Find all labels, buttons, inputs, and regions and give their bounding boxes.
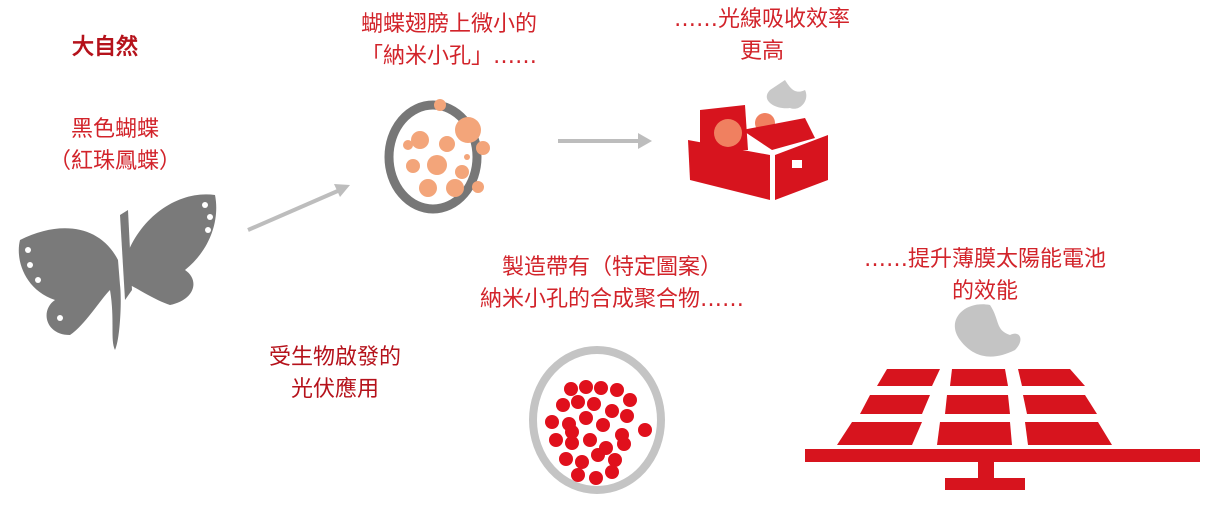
nanopore-dot xyxy=(583,433,597,447)
polymer-caption: 製造帶有（特定圖案） 納米小孔的合成聚合物…… xyxy=(480,252,744,316)
nanopore-dot xyxy=(617,437,631,451)
caption-line1: ……光線吸收效率 xyxy=(673,7,851,32)
nanopore-dot xyxy=(589,471,603,485)
nanopore-dot xyxy=(623,393,637,407)
arrow-icon xyxy=(247,184,350,232)
solar-panel-icon xyxy=(805,304,1200,490)
nanohole-wing-icon xyxy=(384,99,490,214)
nanopore-dot xyxy=(605,404,619,418)
caption-line1: 蝴蝶翅膀上微小的 xyxy=(360,12,538,37)
caption-line2: 「納米小孔」…… xyxy=(360,44,538,69)
nature-heading: 大自然 xyxy=(71,35,139,60)
nanopore-dot xyxy=(579,411,593,425)
solar-caption: ……提升薄膜太陽能電池 的效能 xyxy=(864,244,1106,308)
nanopore-dot xyxy=(605,465,619,479)
nanopore-dot xyxy=(575,455,589,469)
absorption-caption: ……光線吸收效率 更高 xyxy=(674,4,850,68)
caption-line2: 的效能 xyxy=(951,279,1019,304)
nanopore-dot xyxy=(587,397,601,411)
heading-line2: 光伏應用 xyxy=(290,377,380,402)
nanopore-dot xyxy=(571,395,585,409)
wing-nanohole-caption: 蝴蝶翅膀上微小的 「納米小孔」…… xyxy=(361,9,537,73)
nanopore-dot xyxy=(579,380,593,394)
nanopore-dot xyxy=(565,425,579,439)
nanopore-dot xyxy=(591,448,605,462)
synthetic-polymer-icon xyxy=(529,346,665,494)
light-absorbing-box-icon xyxy=(688,80,828,200)
nanopore-dot xyxy=(559,452,573,466)
caption-line1: 製造帶有（特定圖案） xyxy=(501,255,723,280)
butterfly-label-line1: 黑色蝴蝶 xyxy=(70,117,160,142)
nanopore-dot xyxy=(564,382,578,396)
butterfly-label-line2: （紅珠鳳蝶） xyxy=(48,149,182,174)
bioinspired-heading: 受生物啟發的 光伏應用 xyxy=(269,342,401,406)
nanopore-dot xyxy=(594,381,608,395)
butterfly-label: 黑色蝴蝶 （紅珠鳳蝶） xyxy=(49,114,181,178)
arrow-icon xyxy=(558,133,652,149)
nanopore-dot xyxy=(556,398,570,412)
nanopore-dot xyxy=(608,453,622,467)
caption-line2: 納米小孔的合成聚合物…… xyxy=(479,287,745,312)
nanopore-dot xyxy=(571,468,585,482)
nanopore-dot xyxy=(638,423,652,437)
caption-line1: ……提升薄膜太陽能電池 xyxy=(863,247,1107,272)
caption-line2: 更高 xyxy=(739,39,785,64)
nanopore-dot xyxy=(549,433,563,447)
butterfly-icon xyxy=(18,194,217,350)
heading-line1: 受生物啟發的 xyxy=(268,345,402,370)
nanopore-dot xyxy=(610,383,624,397)
nanopore-dot xyxy=(545,415,559,429)
nanopore-dot xyxy=(620,409,634,423)
nanopore-dot xyxy=(565,436,579,450)
nanopore-dot xyxy=(596,418,610,432)
